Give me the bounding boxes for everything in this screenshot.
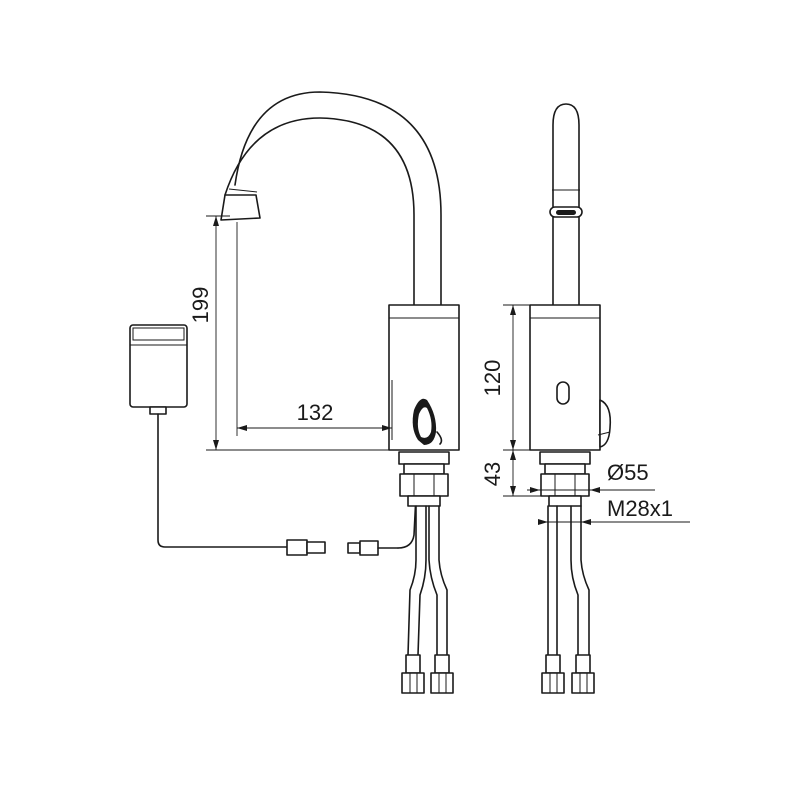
- control-box: [129, 324, 188, 415]
- spout-front: [549, 103, 583, 306]
- dimension-thread: M28x1: [538, 496, 690, 525]
- cable-connector: [286, 494, 417, 556]
- supply-hoses: [401, 505, 454, 694]
- dimension-label-132: 132: [297, 400, 334, 425]
- supply-hoses-front: [541, 505, 595, 694]
- sensor-window: [556, 381, 570, 405]
- dimension-diameter-55: Ø55: [527, 460, 655, 493]
- dimension-label-43: 43: [480, 462, 505, 486]
- faucet-body-front: [529, 304, 612, 451]
- mounting-hardware-front: [539, 451, 591, 507]
- mounting-hardware: [398, 451, 450, 507]
- spout: [220, 91, 442, 306]
- side-view: 199 132: [129, 91, 460, 694]
- front-view: 120 43 Ø55 M28x1: [480, 103, 690, 694]
- sensor-cable: [157, 413, 288, 548]
- dimension-199: 199: [188, 215, 390, 451]
- dimension-132: 132: [236, 222, 392, 436]
- dimension-label-120: 120: [480, 360, 505, 397]
- dimension-120: 120: [480, 304, 530, 451]
- dimension-43: 43: [480, 450, 541, 497]
- dimension-label-diameter: Ø55: [607, 460, 649, 485]
- dimension-label-199: 199: [188, 287, 213, 324]
- dimension-label-thread: M28x1: [607, 496, 673, 521]
- faucet-body: [388, 304, 460, 451]
